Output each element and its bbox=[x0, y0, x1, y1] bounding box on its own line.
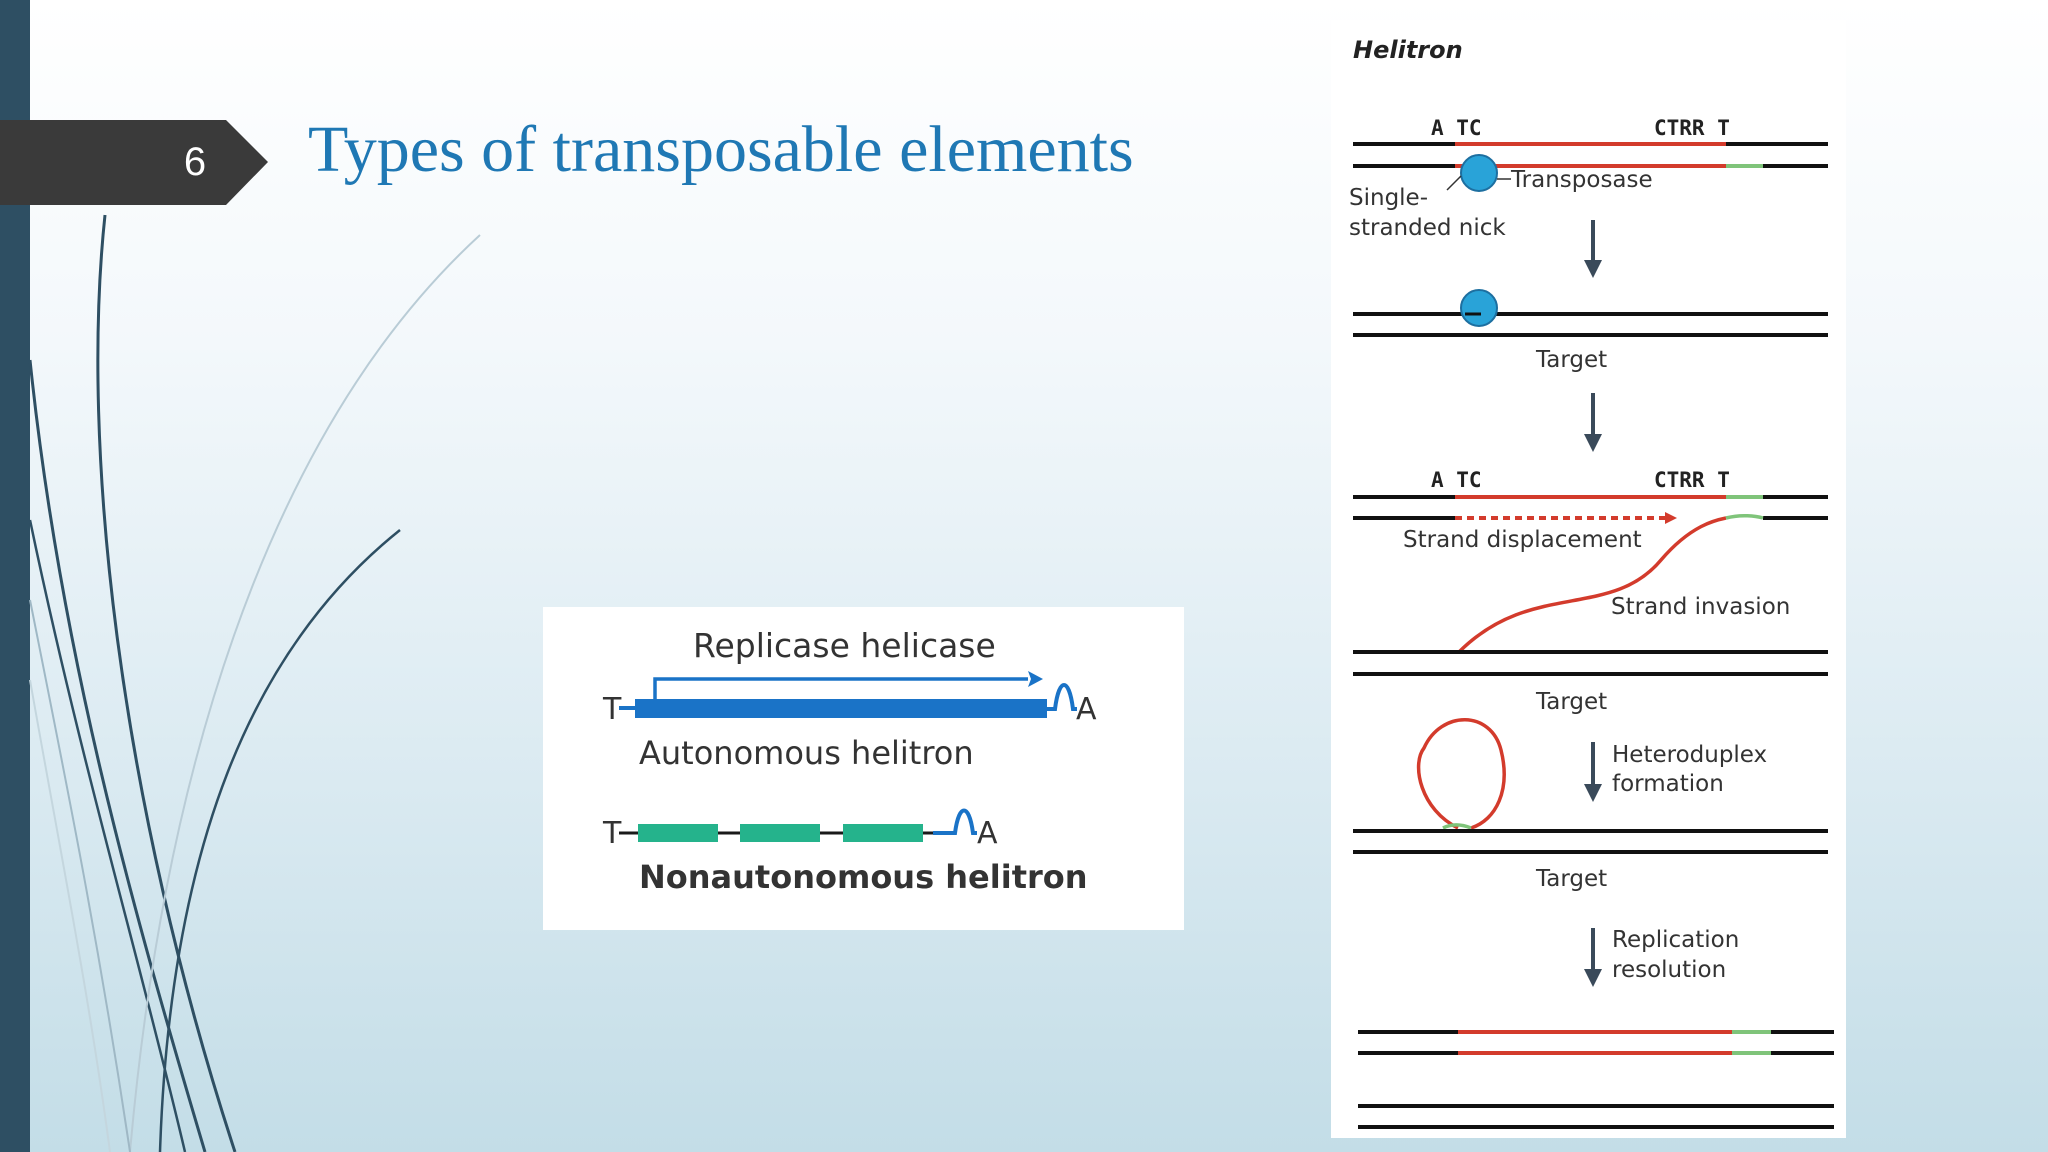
strand-displacement-label: Strand displacement bbox=[1403, 527, 1642, 553]
nonautonomous-block-2 bbox=[740, 824, 820, 842]
replicase-helicase-label: Replicase helicase bbox=[693, 626, 996, 665]
step2-target-label: Target bbox=[1535, 347, 1607, 373]
step3-target-label: Target bbox=[1535, 689, 1607, 715]
nick-label-line1: Single- bbox=[1349, 185, 1428, 211]
heteroduplex-label-line2: formation bbox=[1612, 771, 1724, 797]
step3-left-sequence: A TC bbox=[1431, 468, 1482, 492]
down-arrow-3 bbox=[1584, 784, 1602, 802]
step4-target-label: Target bbox=[1535, 866, 1607, 892]
step3-right-sequence: CTRR T bbox=[1654, 468, 1730, 492]
step1-right-sequence: CTRR T bbox=[1654, 116, 1730, 140]
slide-number-badge bbox=[0, 120, 268, 205]
helitron-title: Helitron bbox=[1353, 36, 1463, 64]
replication-label-line2: resolution bbox=[1612, 957, 1726, 983]
nick-label-line2: stranded nick bbox=[1349, 215, 1506, 241]
down-arrow-2 bbox=[1584, 434, 1602, 452]
down-arrow-4 bbox=[1584, 969, 1602, 987]
transcription-arrow-head bbox=[1028, 671, 1043, 687]
invading-strand bbox=[1457, 516, 1727, 654]
transposase-label: Transposase bbox=[1510, 167, 1653, 193]
helitron-mechanism-figure: Helitron A TC CTRR T Transposase Single-… bbox=[1331, 20, 1846, 1138]
helitron-structure-figure: Replicase helicase T A Autonomous helitr… bbox=[543, 607, 1184, 930]
transposase-protein-2 bbox=[1460, 289, 1498, 327]
nonautonomous-block-3 bbox=[843, 824, 923, 842]
autonomous-a-end: A bbox=[1076, 692, 1097, 727]
nonautonomous-a-end: A bbox=[977, 816, 998, 851]
slide-number: 6 bbox=[183, 140, 207, 184]
heteroduplex-loop bbox=[1416, 718, 1506, 830]
nonautonomous-helitron-label: Nonautonomous helitron bbox=[639, 858, 1088, 896]
transcription-arrow-line bbox=[653, 677, 1028, 699]
autonomous-helitron-body bbox=[635, 699, 1047, 718]
nonautonomous-block-1 bbox=[638, 824, 718, 842]
slide-title: Types of transposable elements bbox=[308, 113, 1134, 186]
strand-invasion-label: Strand invasion bbox=[1611, 594, 1790, 620]
heteroduplex-label-line1: Heteroduplex bbox=[1612, 742, 1767, 768]
nonautonomous-hairpin bbox=[933, 808, 977, 835]
down-arrow-1 bbox=[1584, 260, 1602, 278]
nonautonomous-t-end: T bbox=[602, 816, 622, 851]
autonomous-helitron-label: Autonomous helitron bbox=[639, 734, 974, 772]
autonomous-t-end: T bbox=[602, 692, 622, 727]
transposase-protein-1 bbox=[1460, 154, 1498, 192]
helitron-mechanism-diagram: Helitron A TC CTRR T Transposase Single-… bbox=[1349, 36, 1834, 1129]
replication-label-line1: Replication bbox=[1612, 927, 1739, 953]
step1-left-sequence: A TC bbox=[1431, 116, 1482, 140]
autonomous-hairpin bbox=[1047, 683, 1077, 711]
helitron-structure-diagram: Replicase helicase T A Autonomous helitr… bbox=[602, 626, 1097, 896]
